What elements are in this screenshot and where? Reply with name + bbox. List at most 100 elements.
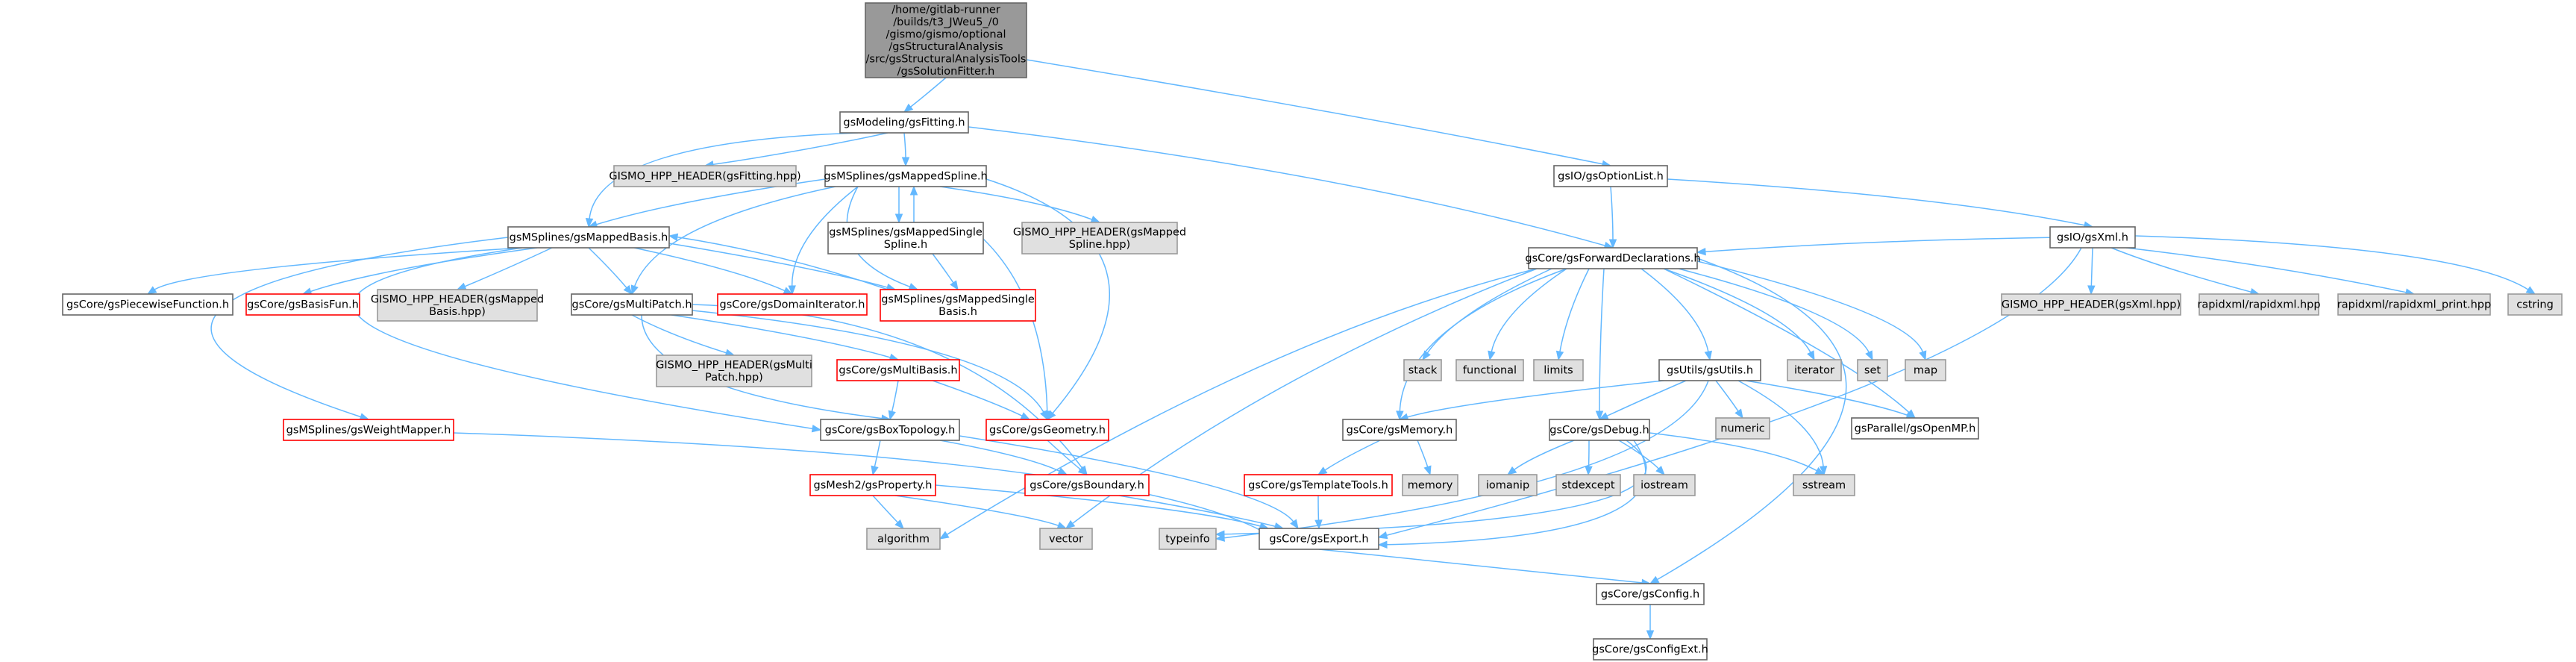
arrowhead-icon	[146, 286, 157, 295]
node-templatetools[interactable]: gsCore/gsTemplateTools.h	[1244, 474, 1393, 496]
edge-line	[633, 186, 836, 287]
node-label: gsMesh2/gsProperty.h	[814, 480, 933, 492]
node-box	[1715, 417, 1770, 440]
arrowhead-icon	[1919, 350, 1927, 361]
header-nodes: /home/gitlab-runner/builds/t3_JWeu5_/0/g…	[62, 2, 2563, 661]
node-export[interactable]: gsCore/gsExport.h	[1259, 528, 1379, 550]
node-box	[1021, 222, 1178, 255]
arrowhead-icon	[1314, 519, 1323, 530]
arrowhead-icon	[623, 284, 633, 296]
edge-debug-to-export	[1377, 440, 1646, 549]
node-vector: vector	[1039, 528, 1093, 550]
arrowhead-icon	[1506, 466, 1517, 475]
edge-multipatch-to-boundary	[692, 304, 1088, 476]
arrowhead-icon	[871, 465, 879, 476]
node-domainiter[interactable]: gsCore/gsDomainIterator.h	[717, 293, 868, 316]
edge-line	[1588, 440, 1590, 468]
node-fitting[interactable]: gsModeling/gsFitting.h	[839, 111, 969, 134]
edge-line	[668, 243, 889, 289]
node-label: GISMO_HPP_HEADER(gsXml.hpp)	[2002, 299, 2181, 311]
node-multipatch-hpp: GISMO_HPP_HEADER(gsMultiPatch.hpp)	[656, 355, 812, 387]
node-boxtopology[interactable]: gsCore/gsBoxTopology.h	[820, 419, 960, 441]
node-label: algorithm	[877, 534, 930, 546]
arrowhead-icon	[1077, 466, 1088, 475]
node-gsutils[interactable]: gsUtils/gsUtils.h	[1658, 359, 1761, 381]
node-box	[1857, 359, 1888, 381]
edge-gsxml-to-cstring	[2134, 235, 2536, 295]
node-debug[interactable]: gsCore/gsDebug.h	[1549, 419, 1650, 441]
edge-memory_h-to-templatetools	[1317, 440, 1381, 475]
edge-fwddecl-to-functional	[1488, 268, 1567, 361]
edge-line	[2125, 247, 2407, 293]
node-label: gsMSplines/gsWeightMapper.h	[286, 425, 451, 437]
edge-mappedspline-to-mappedsinglespline	[894, 186, 903, 224]
node-box	[2199, 293, 2319, 316]
edge-line	[932, 380, 1024, 417]
node-box	[1793, 474, 1855, 496]
node-box	[1455, 359, 1524, 381]
node-box	[1342, 419, 1457, 441]
node-optionlist[interactable]: gsIO/gsOptionList.h	[1553, 165, 1668, 187]
node-label: stdexcept	[1561, 480, 1615, 492]
edge-boxtopology-to-boundary	[939, 440, 1068, 475]
edge-line	[1317, 495, 1320, 522]
edge-line	[633, 247, 786, 292]
node-config[interactable]: gsCore/gsConfig.h	[1596, 583, 1705, 605]
arrowhead-icon	[1734, 408, 1743, 419]
node-boundary[interactable]: gsCore/gsBoundary.h	[1024, 474, 1150, 496]
edge-line	[631, 314, 727, 354]
node-box	[1159, 528, 1217, 550]
node-stack: stack	[1403, 359, 1442, 381]
edge-property-to-algorithm	[872, 495, 904, 529]
node-label: limits	[1544, 365, 1573, 377]
node-property[interactable]: gsMesh2/gsProperty.h	[809, 474, 936, 496]
node-map: map	[1905, 359, 1946, 381]
node-piecewise[interactable]: gsCore/gsPiecewiseFunction.h	[62, 293, 234, 316]
node-geometry[interactable]: gsCore/gsGeometry.h	[985, 419, 1109, 441]
node-box	[1533, 359, 1584, 381]
node-box	[1905, 359, 1946, 381]
edge-line	[1704, 237, 2060, 253]
node-mappedspline[interactable]: gsMSplines/gsMappedSpline.h	[824, 165, 988, 187]
edge-line	[712, 132, 889, 166]
node-label: rapidxml/rapidxml_print.hpp	[2337, 299, 2491, 311]
edge-line	[676, 236, 889, 290]
node-fwddecl[interactable]: gsCore/gsForwardDeclarations.h	[1525, 247, 1701, 269]
node-root[interactable]: /home/gitlab-runner/builds/t3_JWeu5_/0/g…	[865, 2, 1027, 78]
node-mappedbasis[interactable]: gsMSplines/gsMappedBasis.h	[507, 226, 670, 249]
node-box	[613, 165, 797, 187]
edge-fwddecl-to-limits	[1555, 268, 1590, 361]
arrowhead-icon	[1020, 412, 1031, 420]
edge-mappedsinglespline-to-mappedsinglebasis	[932, 253, 959, 291]
edge-debug-to-stdexcept	[1585, 440, 1593, 476]
node-label: GISMO_HPP_HEADER(gsMapped	[371, 293, 544, 305]
arrowhead-icon	[1377, 531, 1388, 540]
node-label: memory	[1408, 480, 1453, 492]
arrowhead-icon	[908, 283, 919, 290]
node-basisfun[interactable]: gsCore/gsBasisFun.h	[245, 293, 360, 316]
edge-line	[1715, 380, 1740, 413]
node-label: gsCore/gsBasisFun.h	[247, 299, 359, 311]
node-box	[656, 355, 812, 387]
node-label: map	[1914, 365, 1937, 377]
edge-line	[939, 440, 1061, 472]
edge-line	[874, 440, 881, 468]
node-label: gsCore/gsConfig.h	[1601, 589, 1699, 601]
edge-config-to-configext	[1646, 605, 1655, 640]
node-configext[interactable]: gsCore/gsConfigExt.h	[1592, 638, 1708, 661]
arrowhead-icon	[1646, 630, 1655, 640]
edge-root-to-optionlist	[1026, 59, 1612, 168]
node-openmp[interactable]: gsParallel/gsOpenMP.h	[1851, 417, 1979, 440]
node-memory-h[interactable]: gsCore/gsMemory.h	[1342, 419, 1457, 441]
edge-boxtopology-to-property	[871, 440, 881, 476]
node-gsxml[interactable]: gsIO/gsXml.h	[2049, 226, 2136, 249]
node-multipatch[interactable]: gsCore/gsMultiPatch.h	[571, 293, 693, 316]
node-box	[1593, 638, 1708, 661]
edge-line	[1513, 440, 1575, 471]
node-label: gsCore/gsDebug.h	[1549, 425, 1649, 437]
node-multibasis[interactable]: gsCore/gsMultiBasis.h	[836, 359, 960, 381]
node-label: iostream	[1640, 480, 1688, 492]
node-weightmapper[interactable]: gsMSplines/gsWeightMapper.h	[283, 419, 454, 441]
